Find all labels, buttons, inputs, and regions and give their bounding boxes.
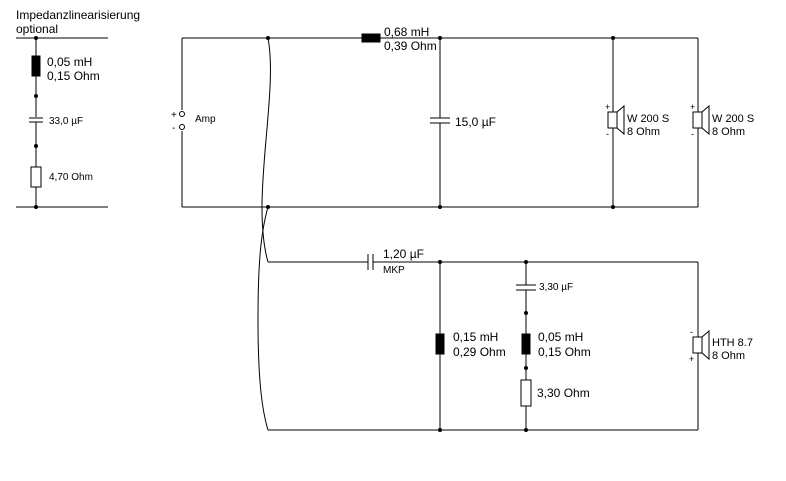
tweeter-capacitor-type: MKP [383,265,405,276]
woofer-series-inductor [361,33,381,43]
tweeter-rc-inductor [521,333,531,355]
junction-dot [524,311,528,315]
optional-resistor-value: 4,70 Ohm [49,172,93,183]
junction-dot [34,94,38,98]
optional-inductor [31,55,41,77]
crossover-feed-wires [257,37,271,431]
speaker-icon [701,104,710,136]
feed-wire-negative [257,206,269,431]
feed-wire-positive [261,37,271,263]
tweeter-shunt-inductor [435,333,445,355]
tweeter-capacitor-value: 1,20 µF [383,247,424,261]
tweeter-inductor-resistance: 0,29 Ohm [453,345,506,359]
tweeter-speaker [692,336,703,354]
speaker-icon [701,329,710,361]
optional-resistor [30,166,42,188]
optional-inductor-value: 0,05 mH [47,55,92,69]
svg-text:+: + [605,102,610,112]
impedance-linearization-network: Impedanzlinearisierung optional 0,05 mH … [16,8,140,209]
svg-text:-: - [691,129,694,139]
tweeter-speaker-name: HTH 8.7 [712,337,753,349]
woofer-speaker-2-impedance: 8 Ohm [712,126,745,138]
junction-dot [524,366,528,370]
woofer-speaker-2 [692,111,703,129]
woofer-speaker-2-name: W 200 S [712,113,754,125]
optional-subtitle: optional [16,22,58,36]
tweeter-rc-capacitor-value: 3,30 µF [539,282,573,293]
amp-label: Amp [195,114,216,125]
tweeter-rc-inductor-value: 0,05 mH [538,330,583,344]
tweeter-inductor-value: 0,15 mH [453,330,498,344]
optional-title: Impedanzlinearisierung [16,8,140,22]
optional-capacitor-value: 33,0 µF [49,116,83,127]
svg-text:-: - [172,123,175,134]
tweeter-speaker-impedance: 8 Ohm [712,350,745,362]
amp-minus-terminal [179,124,185,130]
woofer-speaker-1-impedance: 8 Ohm [627,126,660,138]
amp-plus-terminal [179,111,185,117]
speaker-icon [616,104,625,136]
tweeter-rc-resistor-value: 3,30 Ohm [537,386,590,400]
svg-text:-: - [690,327,693,337]
woofer-speaker-1 [607,111,618,129]
amp-input: + - Amp [171,38,216,207]
svg-text:+: + [690,102,695,112]
svg-text:+: + [171,110,177,121]
svg-text:-: - [606,129,609,139]
woofer-speaker-1-name: W 200 S [627,113,669,125]
tweeter-rc-resistor [520,379,532,407]
woofer-section: 0,68 mH 0,39 Ohm 15,0 µF + - W 200 S 8 O… [182,25,754,209]
tweeter-rc-inductor-resistance: 0,15 Ohm [538,345,591,359]
tweeter-section: 1,20 µF MKP 0,15 mH 0,29 Ohm 3,30 µF 0,0… [268,247,753,432]
woofer-capacitor-value: 15,0 µF [455,115,496,129]
svg-text:+: + [689,354,694,364]
optional-inductor-resistance: 0,15 Ohm [47,69,100,83]
woofer-inductor-value: 0,68 mH [384,25,429,39]
woofer-inductor-resistance: 0,39 Ohm [384,39,437,53]
junction-dot [34,144,38,148]
